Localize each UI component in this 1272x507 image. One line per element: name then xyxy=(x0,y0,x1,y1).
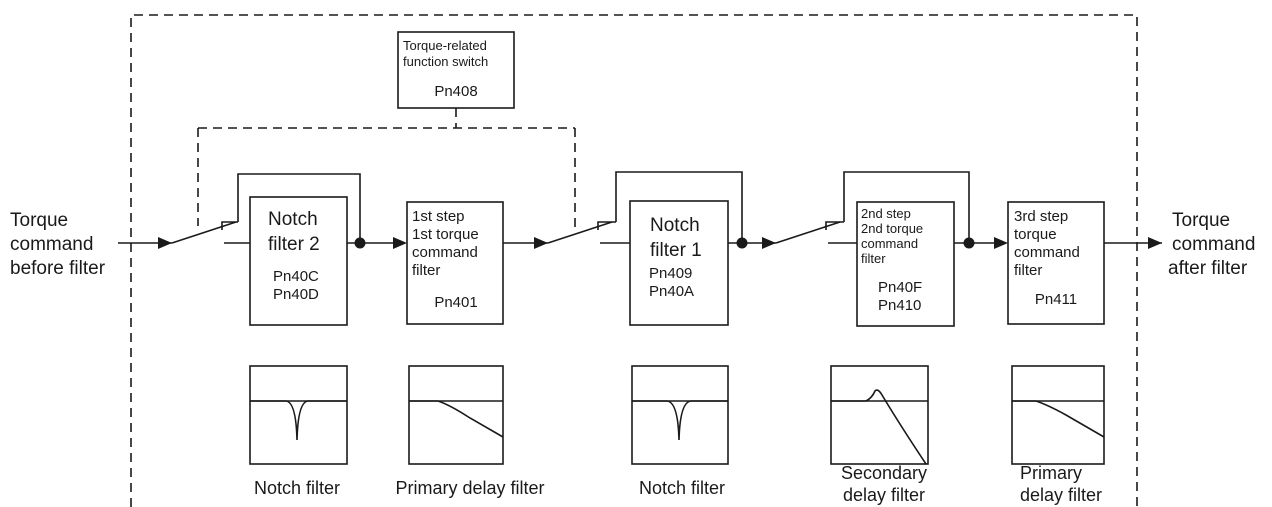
junction-dot-1 xyxy=(354,237,366,249)
step3-response-plot xyxy=(1011,365,1105,465)
step2-response-plot xyxy=(830,365,929,465)
step2-caption-line-2: delay filter xyxy=(843,485,925,505)
third-step-title-line-4: filter xyxy=(1014,262,1042,279)
arrow-to-step1 xyxy=(393,237,407,249)
first-step-title-line-4: filter xyxy=(412,262,440,279)
notch-2-caption: Notch filter xyxy=(254,478,340,498)
second-step-title-line-1: 2nd step xyxy=(861,206,911,221)
notch-filter-1-param-1: Pn409 xyxy=(649,265,692,282)
notch-1-response-plot xyxy=(631,365,729,465)
switch-3-tick xyxy=(825,221,844,230)
third-step-title-line-3: command xyxy=(1014,244,1080,261)
step1-caption: Primary delay filter xyxy=(395,478,544,498)
notch-filter-2-block: Notch filter 2 Pn40C Pn40D xyxy=(249,196,348,326)
switch-1-contact xyxy=(237,173,361,243)
arrow-to-step3 xyxy=(994,237,1008,249)
output-label-line-1: Torque xyxy=(1172,210,1230,231)
input-arrow xyxy=(158,237,172,249)
outer-dashed-boundary xyxy=(130,14,1138,507)
first-step-title-line-1: 1st step xyxy=(412,208,465,225)
notch-2-response-plot xyxy=(249,365,348,465)
step1-response-plot xyxy=(408,365,504,465)
junction-dot-2 xyxy=(736,237,748,249)
step3-caption-line-2: delay filter xyxy=(1020,485,1102,505)
first-step-param: Pn401 xyxy=(434,294,477,311)
arrow-after-step1 xyxy=(534,237,548,249)
second-step-param-2: Pn410 xyxy=(878,297,921,314)
second-step-title-line-4: filter xyxy=(861,251,886,266)
notch-filter-2-param-1: Pn40C xyxy=(273,268,319,285)
second-step-param-1: Pn40F xyxy=(878,279,922,296)
input-label-line-1: Torque xyxy=(10,210,68,231)
third-step-title-line-1: 3rd step xyxy=(1014,208,1068,225)
step3-caption-line-1: Primary xyxy=(1020,463,1082,483)
switch-3-contact xyxy=(843,171,970,243)
first-step-title-line-3: command xyxy=(412,244,478,261)
notch-filter-1-param-2: Pn40A xyxy=(649,283,694,300)
notch-filter-2-title-line-2: filter 2 xyxy=(268,234,320,255)
output-label-line-3: after filter xyxy=(1168,258,1248,279)
function-switch-title-line-1: Torque-related xyxy=(403,38,487,53)
switch-control-dashed-line xyxy=(197,108,576,232)
switch-3-blade xyxy=(775,221,841,244)
third-step-filter-block: 3rd step torque command filter Pn411 xyxy=(1007,201,1105,325)
second-step-title-line-3: command xyxy=(861,236,918,251)
switch-2-tick xyxy=(597,221,616,230)
output-label: Torque command after filter xyxy=(1168,210,1255,279)
function-switch-param: Pn408 xyxy=(434,83,477,100)
junction-dot-3 xyxy=(963,237,975,249)
third-step-param: Pn411 xyxy=(1035,291,1077,308)
notch-filter-2-param-2: Pn40D xyxy=(273,286,319,303)
notch-filter-2-title-line-1: Notch xyxy=(268,209,318,230)
notch-filter-1-title-line-2: filter 1 xyxy=(650,240,702,261)
function-switch-title-line-2: function switch xyxy=(403,54,488,69)
first-step-filter-block: 1st step 1st torque command filter Pn401 xyxy=(406,201,504,325)
switch-2-contact xyxy=(615,171,743,243)
switch-2-blade xyxy=(547,221,613,244)
second-step-filter-block: 2nd step 2nd torque command filter Pn40F… xyxy=(856,201,955,327)
output-arrow xyxy=(1148,237,1162,249)
input-label-line-2: command xyxy=(10,234,93,255)
input-label: Torque command before filter xyxy=(10,210,106,279)
step2-caption-line-1: Secondary xyxy=(841,463,927,483)
second-step-title-line-2: 2nd torque xyxy=(861,221,923,236)
input-label-line-3: before filter xyxy=(10,258,106,279)
switch-1-blade xyxy=(171,221,237,244)
arrow-before-switch-3 xyxy=(762,237,776,249)
output-label-line-2: command xyxy=(1172,234,1255,255)
third-step-title-line-2: torque xyxy=(1014,226,1057,243)
notch-1-caption: Notch filter xyxy=(639,478,725,498)
function-switch-block: Torque-related function switch Pn408 xyxy=(397,31,515,109)
first-step-title-line-2: 1st torque xyxy=(412,226,479,243)
notch-filter-1-title-line-1: Notch xyxy=(650,215,700,236)
notch-filter-1-block: Notch filter 1 Pn409 Pn40A xyxy=(629,200,729,326)
switch-1-tick xyxy=(221,221,238,230)
